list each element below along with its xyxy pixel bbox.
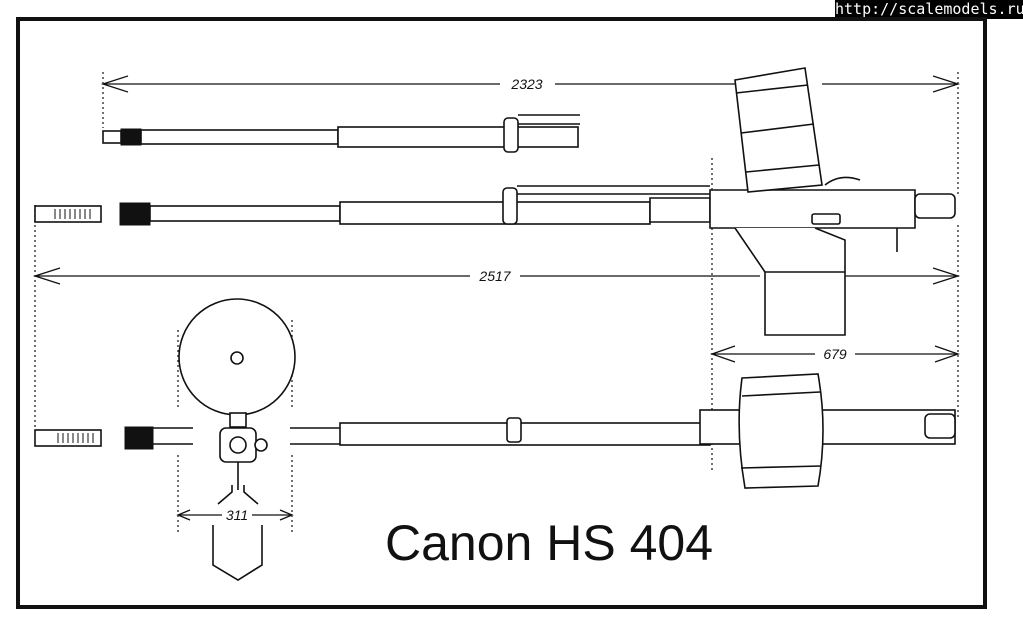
dimension-679: 679 bbox=[710, 345, 960, 363]
dimension-label: 2517 bbox=[478, 268, 511, 284]
dimension-label: 2323 bbox=[510, 76, 542, 92]
dimension-2323: 2323 bbox=[100, 75, 961, 93]
watermark: http://scalemodels.ru bbox=[835, 0, 1023, 19]
dimension-label: 311 bbox=[226, 507, 248, 523]
top-view-barrel bbox=[102, 114, 580, 153]
dimension-label: 679 bbox=[823, 346, 847, 362]
drawing-title: Canon HS 404 bbox=[385, 515, 713, 571]
bottom-view-gun bbox=[34, 373, 956, 489]
dimension-311: 311 bbox=[176, 507, 294, 523]
drawing-frame bbox=[16, 17, 987, 609]
side-view-gun bbox=[34, 67, 956, 336]
front-view bbox=[178, 298, 296, 581]
